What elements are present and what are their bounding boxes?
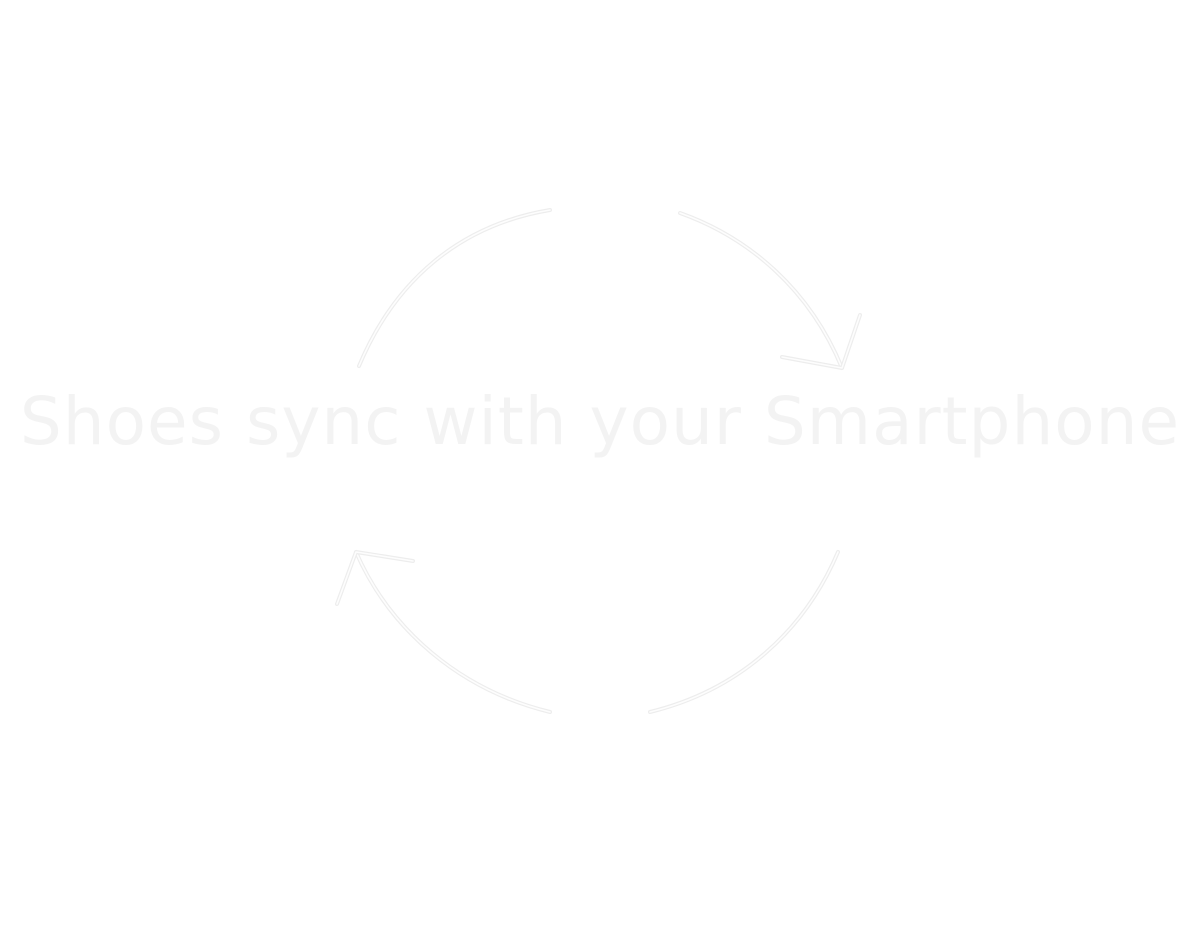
sync-arc-top-left bbox=[357, 208, 552, 368]
sync-arc-bottom-left bbox=[354, 550, 552, 714]
sync-arc-top-left-inner bbox=[358, 209, 551, 367]
sync-arc-bottom-right-inner bbox=[649, 551, 839, 713]
sync-arc-top-right-inner bbox=[679, 212, 843, 369]
sync-arrowhead-right-inner bbox=[781, 314, 861, 369]
sync-arc-bottom-right bbox=[648, 550, 840, 714]
sync-arc-top-right bbox=[678, 211, 844, 370]
headline-text: Shoes sync with your Smartphone bbox=[19, 383, 1181, 460]
sync-arrowhead-left-inner bbox=[336, 551, 414, 605]
sync-arc-bottom-left-inner bbox=[355, 551, 551, 713]
